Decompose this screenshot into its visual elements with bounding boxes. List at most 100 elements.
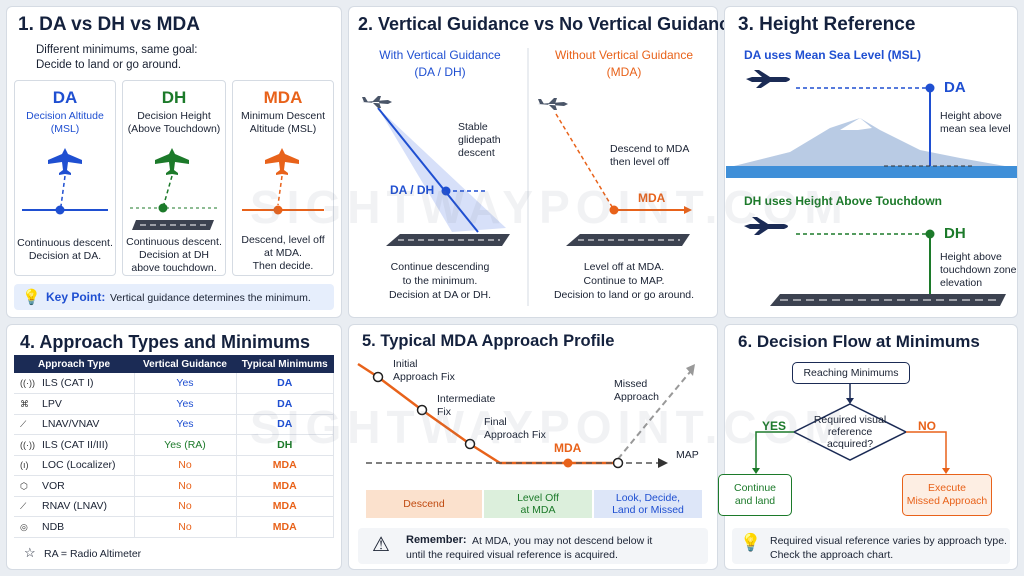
tip-text-2: Check the approach chart.: [770, 549, 894, 561]
mda-desc-2: at MDA.: [264, 247, 302, 259]
glide-note-3: descent: [458, 147, 495, 159]
yes-label: YES: [762, 419, 787, 433]
approach-type-label: NDB: [42, 520, 65, 533]
iaf-fix: [372, 371, 384, 383]
typical-minimum-cell: MDA: [236, 475, 334, 497]
map-fix: [612, 457, 624, 469]
route-icon: ⟋: [20, 501, 27, 512]
vertical-guidance-cell: Yes: [134, 393, 237, 415]
warning-icon: ⚠: [372, 534, 390, 556]
table-row: ((·))ILS (CAT II/III)Yes (RA)DH: [14, 434, 334, 456]
card-dh: [122, 80, 226, 276]
approach-type-cell: (ı) LOC (Localizer): [14, 455, 135, 476]
vertical-guidance-cell: Yes: [134, 373, 237, 394]
mda-desc-1: Descend, level off: [241, 234, 325, 246]
watermark-1: SIGHTWAYPOINT.COM: [250, 181, 849, 233]
antenna-icon: ((·)): [20, 439, 35, 450]
col-typical-minimums: Typical Minimums: [236, 355, 334, 373]
question-1: Required visual: [813, 414, 887, 426]
mda-name-2: Altitude (MSL): [249, 123, 317, 135]
lightbulb-icon: 💡: [22, 289, 41, 306]
approach-type-cell: ⌘ LPV: [14, 393, 135, 415]
dh-desc-1: Continuous descent.: [126, 236, 222, 248]
dh-name-2: (Above Touchdown): [127, 123, 221, 135]
approach-type-label: ILS (CAT I): [42, 377, 94, 389]
watermark-2: SIGHTWAYPOINT.COM: [250, 401, 849, 453]
da-desc-1: Continuous descent.: [17, 237, 113, 249]
tdz-airplane-icon: [744, 217, 788, 235]
da-desc-2: Decision at DA.: [28, 250, 102, 262]
da-abbr: DA: [52, 88, 78, 107]
left-head-1: With Vertical Guidance: [379, 48, 501, 62]
typical-minimum-cell: DA: [236, 373, 334, 394]
approach-type-label: RNAV (LNAV): [42, 500, 107, 513]
approach-type-cell: ⟋LNAV/VNAV: [14, 414, 135, 435]
left-desc-2: to the minimum.: [402, 275, 478, 287]
ndb-icon: ◎: [20, 521, 28, 532]
intro-line-1: Different minimums, same goal:: [36, 44, 198, 56]
approach-type-label: LNAV/VNAV: [42, 418, 100, 431]
iaf-label-2: Approach Fix: [393, 371, 455, 383]
tdz-note-1: Height above: [940, 251, 1002, 263]
map-label: MAP: [676, 449, 699, 461]
vertical-guidance-cell: Yes (RA): [134, 434, 237, 456]
msl-note-1: Height above: [940, 110, 1002, 122]
localizer-icon: (ı): [20, 460, 29, 471]
typical-minimum-cell: MDA: [236, 455, 334, 476]
right-airplane-icon: [538, 98, 568, 110]
faf-fix: [464, 438, 476, 450]
approach-type-label: VOR: [42, 479, 65, 492]
msl-airplane-icon: [746, 70, 790, 88]
card-mda: [232, 80, 334, 276]
panel-3-title: 3. Height Reference: [738, 14, 916, 35]
right-desc-3: Decision to land or go around.: [553, 289, 695, 301]
satellite-icon: ⌘: [20, 398, 29, 409]
col-vertical-guidance: Vertical Guidance: [134, 355, 236, 373]
faf-label-2: Approach Fix: [484, 429, 546, 441]
msl-note-2: mean sea level: [940, 123, 1011, 135]
dadh-label: DA / DH: [390, 183, 435, 197]
approach-table: Approach Type Vertical Guidance Typical …: [14, 355, 334, 538]
question-2: reference: [827, 426, 873, 438]
dh-desc-2: Decision at DH: [138, 249, 210, 261]
keypoint-text: Vertical guidance determines the minimum…: [110, 292, 311, 304]
dh-airplane-icon: [155, 148, 189, 175]
approach-type-label: LOC (Localizer): [42, 459, 116, 472]
approach-type-cell: ⬡VOR: [14, 475, 135, 497]
left-desc-1: Continue descending: [390, 261, 490, 273]
antenna-icon: ((·)): [20, 378, 35, 388]
typical-minimum-cell: DH: [236, 434, 334, 456]
question-3: acquired?: [826, 438, 874, 450]
iaf-label-1: Initial: [393, 358, 418, 370]
glide-note-2: glidepath: [458, 134, 501, 146]
typical-minimum-cell: DA: [236, 393, 334, 415]
typical-minimum-cell: DA: [236, 414, 334, 435]
right-desc-2: Continue to MAP.: [583, 275, 665, 287]
vertical-guidance-cell: Yes: [134, 414, 237, 435]
panel-4-title: 4. Approach Types and Minimums: [20, 332, 311, 352]
mda-note-2: then level off: [610, 156, 670, 168]
dh-name-1: Decision Height: [137, 110, 211, 122]
remember-text-2: until the required visual reference is a…: [406, 549, 618, 561]
reaching-minimums-box: Reaching Minimums: [792, 362, 910, 384]
approach-type-label: LPV: [42, 397, 62, 410]
intro-line-2: Decide to land or go around.: [36, 59, 182, 71]
da-height-label: DA: [944, 79, 966, 96]
missed-label-1: Missed: [614, 378, 648, 390]
right-head-2: (MDA): [606, 65, 642, 79]
vertical-guidance-cell: No: [134, 496, 237, 517]
phase-look-decide: Look, Decide,Land or Missed: [594, 490, 702, 518]
mda-airplane-icon: [265, 148, 299, 175]
